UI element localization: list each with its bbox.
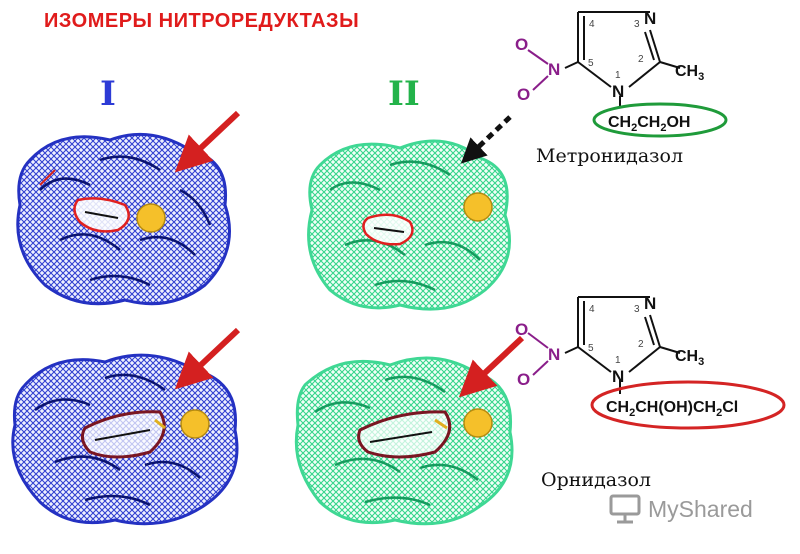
drug-name-ornidazole: Орнидазол (541, 469, 651, 491)
ring-num-5-1: 5 (588, 58, 594, 69)
methyl-label-2: CH3 (675, 348, 704, 368)
heme-circle-2-top (463, 192, 493, 222)
heme-circle-2-bottom (463, 408, 493, 438)
ring-num-2-1: 2 (638, 54, 644, 65)
side-chain-label-2: CH2CH(OH)CH2Cl (606, 399, 738, 419)
watermark-text: MyShared (648, 495, 753, 522)
ring-n-label-2: N (644, 294, 656, 313)
heme-circle-1-bottom (180, 409, 210, 439)
nitro-o-top-2: O (515, 320, 528, 339)
heme-circle-1-top (136, 203, 166, 233)
isomer-label-1: I (100, 74, 116, 114)
nitro-n-label-2: N (548, 345, 560, 364)
side-chain-oval-1 (592, 102, 728, 138)
enzyme-isomer-1-top (16, 132, 231, 306)
ring-n-label-1: N (644, 9, 656, 28)
molecule-metronidazole (527, 11, 728, 138)
drug-name-metronidazole: Метронидазол (536, 145, 684, 167)
presentation-icon (609, 494, 641, 524)
ring-num-1-1: 1 (615, 70, 621, 81)
molecule-ornidazole (527, 296, 786, 430)
methyl-label-1: CH3 (675, 63, 704, 83)
red-arrow-1 (174, 110, 241, 173)
ring-num-4-2: 4 (589, 304, 595, 315)
side-chain-label-1: CH2CH2OH (608, 114, 690, 134)
ring-num-4-1: 4 (589, 19, 595, 30)
ring-num-2-2: 2 (638, 339, 644, 350)
nitro-o-bottom-2: O (517, 370, 530, 389)
ring-num-3-1: 3 (634, 19, 640, 30)
red-arrow-3 (458, 335, 525, 398)
nitro-o-top-1: O (515, 35, 528, 54)
isomer-label-2: II (388, 74, 420, 114)
slide-title: ИЗОМЕРЫ НИТРОРЕДУКТАЗЫ (44, 10, 360, 32)
ring-num-1-2: 1 (615, 355, 621, 366)
ring-n1-label-2: N (612, 367, 624, 386)
dashed-arrow (460, 115, 512, 164)
nitro-o-bottom-1: O (517, 85, 530, 104)
side-chain-oval-2 (590, 380, 786, 430)
red-arrow-2 (174, 327, 241, 390)
ring-n1-label-1: N (612, 82, 624, 101)
enzyme-isomer-2-bottom (294, 356, 514, 526)
enzyme-isomer-2-top (307, 139, 511, 311)
ring-num-3-2: 3 (634, 304, 640, 315)
nitro-n-label-1: N (548, 60, 560, 79)
ring-num-5-2: 5 (588, 343, 594, 354)
watermark: MyShared (608, 494, 753, 524)
enzyme-isomer-1-bottom (11, 353, 239, 526)
